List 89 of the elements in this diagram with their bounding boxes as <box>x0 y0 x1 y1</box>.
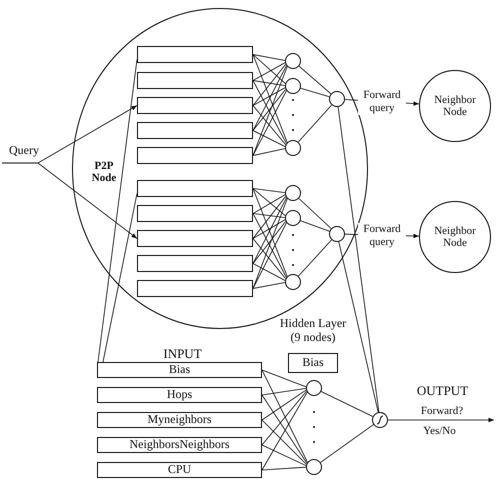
bias-node-box: Bias <box>288 353 338 373</box>
neuron-circle <box>285 53 301 69</box>
input-box <box>137 255 253 272</box>
arrow <box>2 162 138 239</box>
connection-line <box>252 87 286 106</box>
connection-line <box>298 240 332 276</box>
connection-line <box>262 466 306 470</box>
connection-line <box>300 88 330 98</box>
neighbor-node-circle: Neighbor Node <box>419 201 491 273</box>
connection-line <box>252 197 287 264</box>
edge-label: Forward query <box>358 223 406 250</box>
neuron-circle <box>285 185 301 201</box>
connection-line <box>252 238 286 280</box>
input-box <box>137 46 253 63</box>
connection-line <box>320 391 374 417</box>
connection-line <box>262 420 307 465</box>
connection-line <box>252 188 286 216</box>
connection-line <box>252 213 287 278</box>
input-box <box>137 122 253 139</box>
connection-line <box>298 104 332 142</box>
connection-line <box>320 424 374 463</box>
connection-line <box>252 88 286 131</box>
connection-line <box>338 241 379 413</box>
connection-line <box>298 66 332 94</box>
connection-line <box>252 65 287 131</box>
input-feature-box: Hops <box>97 387 262 403</box>
node-title: P2P Node <box>90 160 118 184</box>
input-box <box>137 97 253 114</box>
neuron-circle <box>329 91 345 107</box>
neuron-circle <box>285 78 301 94</box>
connection-line <box>252 80 287 144</box>
neuron-circle <box>285 210 301 226</box>
text-label: OUTPUT <box>416 384 470 399</box>
connection-line <box>262 390 307 446</box>
connection-line <box>252 80 286 86</box>
input-feature-box: NeighborsNeighbors <box>97 437 262 453</box>
connection-line <box>252 194 286 214</box>
neuron-circle <box>306 459 322 475</box>
input-box <box>137 180 253 197</box>
query-label: Query <box>2 144 46 163</box>
connection-line <box>252 64 286 106</box>
input-feature-box: Myneighbors <box>97 412 262 428</box>
edge-label: Forward query <box>358 89 406 116</box>
input-box <box>137 72 253 89</box>
connection-line <box>298 198 332 229</box>
sigmoid-neuron-circle <box>372 412 388 428</box>
connection-line <box>252 148 286 156</box>
connection-line <box>252 54 286 61</box>
connection-line <box>300 220 330 232</box>
neuron-circle <box>306 380 322 396</box>
connection-line <box>252 188 286 193</box>
text-label: INPUT <box>162 347 203 362</box>
connection-line <box>252 219 286 239</box>
text-label: Yes/No <box>422 425 457 438</box>
arrow <box>388 418 494 422</box>
connection-line <box>252 221 286 264</box>
connection-line <box>98 59 138 362</box>
connection-line <box>102 193 138 362</box>
connection-line <box>252 263 286 281</box>
input-box <box>137 280 253 297</box>
connection-line <box>252 213 286 218</box>
connection-line <box>252 54 286 84</box>
connection-line <box>252 222 287 289</box>
connection-line <box>252 62 286 81</box>
input-box <box>137 147 253 164</box>
connection-line <box>252 54 288 143</box>
input-box <box>137 205 253 222</box>
connection-line <box>252 188 288 277</box>
connection-line <box>262 388 306 396</box>
connection-line <box>338 106 380 412</box>
input-box <box>137 230 253 247</box>
connection-line <box>252 90 287 156</box>
neuron-circle <box>285 140 301 156</box>
connection-line <box>252 196 286 239</box>
connection-line <box>262 370 306 388</box>
connection-line <box>252 282 286 289</box>
neighbor-node-circle: Neighbor Node <box>419 70 491 142</box>
neuron-circle <box>329 226 345 242</box>
connection-line <box>262 444 306 466</box>
connection-line <box>252 198 288 289</box>
connection-line <box>262 390 307 420</box>
input-feature-box: Bias <box>97 362 262 378</box>
text-label: Hidden Layer (9 nodes) <box>278 317 348 345</box>
connection-line <box>252 66 288 156</box>
connection-line <box>252 105 286 146</box>
neuron-circle <box>285 274 301 290</box>
connection-line <box>252 130 286 147</box>
connection-line <box>262 370 308 463</box>
input-feature-box: CPU <box>97 462 262 478</box>
